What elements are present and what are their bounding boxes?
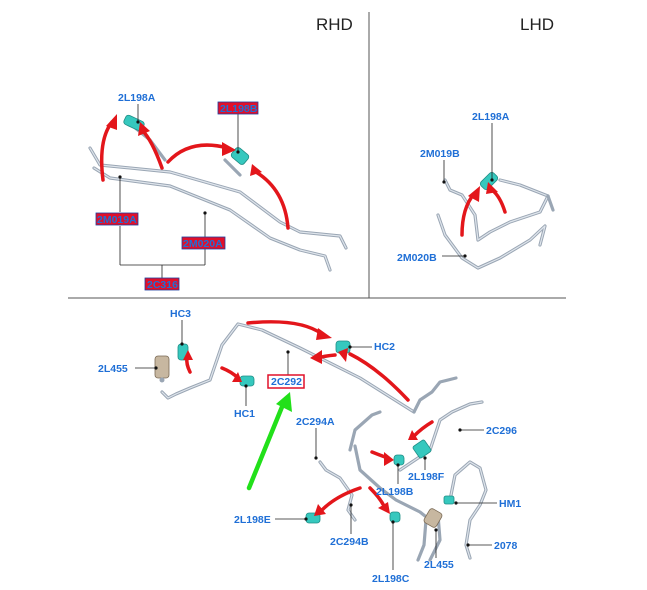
label-2l198c: 2L198C [372, 573, 410, 585]
bottom-panel: HC3 HC2 2L455 HC1 2C292 2C294A 2C296 2L1… [98, 308, 521, 585]
lhd-label-2m019b: 2M019B [420, 148, 460, 160]
highlight-2c292 [267, 374, 305, 389]
bottom-connector-2l198b [393, 454, 405, 466]
bottom-connector-2l198f [412, 439, 432, 459]
label-2l455-left: 2L455 [98, 363, 128, 375]
bottom-connector-2l198c [389, 511, 401, 523]
lhd-red-arrows [460, 182, 507, 237]
lhd-label-2l198a: 2L198A [472, 111, 510, 123]
rhd-panel: 2L198A 2L198B 2M019A 2M020A 2C316 [88, 92, 348, 291]
bottom-leader-lines [135, 320, 497, 570]
bottom-red-arrows [183, 320, 434, 516]
bottom-component-2l455b [423, 508, 443, 528]
label-hm1: HM1 [499, 498, 521, 510]
rhd-highlight-2c316 [144, 277, 180, 291]
rhd-highlight-2m020a [181, 236, 226, 250]
label-2l198f: 2L198F [408, 471, 445, 483]
rhd-red-arrows [99, 114, 290, 230]
rhd-label-2c316: 2C316 [147, 279, 178, 291]
label-2078: 2078 [494, 540, 518, 552]
rhd-header: RHD [316, 15, 353, 34]
label-hc3: HC3 [170, 308, 191, 320]
bottom-connector-hc1 [239, 375, 255, 387]
rhd-label-2l198b: 2L198B [220, 103, 258, 115]
label-2c296: 2C296 [486, 425, 517, 437]
lhd-panel: 2L198A 2M019B 2M020B [397, 111, 555, 270]
bottom-connector-hm1 [443, 495, 455, 505]
label-hc2: HC2 [374, 341, 395, 353]
rhd-leader-lines [118, 104, 240, 278]
rhd-label-2m019a: 2M019A [97, 214, 137, 226]
rhd-label-2l198a: 2L198A [118, 92, 156, 104]
bottom-component-2l455a [154, 355, 170, 383]
rhd-highlight-2l198b [217, 101, 259, 115]
label-2l455-right: 2L455 [424, 559, 454, 571]
lhd-label-2m020b: 2M020B [397, 252, 437, 264]
label-2c294a: 2C294A [296, 416, 335, 428]
label-2l198e: 2L198E [234, 514, 271, 526]
label-2l198b: 2L198B [376, 486, 414, 498]
label-2c292: 2C292 [271, 376, 302, 388]
green-arrow [246, 392, 292, 491]
lhd-leader-lines [442, 123, 494, 258]
rhd-label-2m020a: 2M020A [183, 238, 223, 250]
lhd-header: LHD [520, 15, 554, 34]
label-2c294b: 2C294B [330, 536, 369, 548]
lhd-connector-2l198a [479, 171, 499, 191]
lhd-brake-tubes [436, 178, 555, 270]
label-hc1: HC1 [234, 408, 255, 420]
rhd-highlight-2m019a [95, 212, 139, 226]
